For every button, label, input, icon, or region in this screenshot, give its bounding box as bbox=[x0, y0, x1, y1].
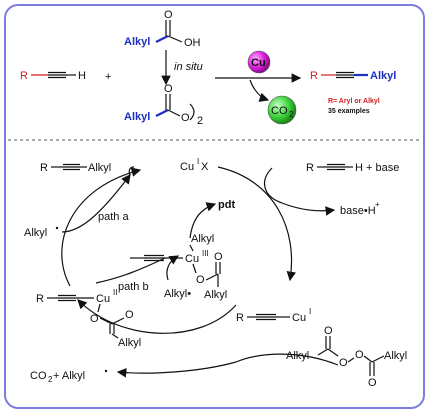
cux-x: X bbox=[201, 161, 209, 173]
cu3-o2: O bbox=[214, 251, 223, 263]
cu3-o1: O bbox=[196, 274, 205, 286]
cu2-cu: Cu bbox=[96, 293, 110, 305]
base-exit-arrow bbox=[281, 202, 336, 216]
acid-oh-label: OH bbox=[184, 37, 201, 49]
radical-dot-byproduct bbox=[104, 369, 108, 373]
cu3-alkyl: Alkyl bbox=[191, 233, 214, 245]
peroxide-alkyl2: Alkyl bbox=[384, 350, 407, 362]
note-r-definition: = Aryl or Alkyl bbox=[333, 98, 380, 105]
product-alkyne: R Alkyl bbox=[310, 70, 396, 82]
anhydride: Alkyl O O 2 bbox=[124, 83, 203, 127]
cu2-alkyl: Alkyl bbox=[118, 337, 141, 349]
peroxide-alkyl1: Alkyl bbox=[286, 350, 309, 362]
reagent-r: R bbox=[306, 162, 314, 174]
cu1-oxidation-state: I bbox=[309, 307, 311, 316]
scheme-frame bbox=[4, 4, 425, 409]
note-r-label: R bbox=[328, 98, 333, 105]
co2-subscript: 2 bbox=[289, 110, 294, 119]
co2-label: CO bbox=[271, 105, 288, 117]
reagent-alkyne: R H + base bbox=[306, 162, 399, 174]
product-alkyl-label: Alkyl bbox=[370, 70, 396, 82]
cycle-arc-bottom bbox=[77, 299, 237, 334]
anhydride-alkyl-label: Alkyl bbox=[124, 111, 150, 123]
cycle-arc-right bbox=[217, 166, 297, 282]
anhydride-o2-label: O bbox=[181, 112, 190, 124]
peroxide-oo2: O bbox=[355, 349, 364, 361]
starting-alkyne: R H bbox=[20, 70, 86, 82]
peroxide-entry-arrow bbox=[235, 353, 339, 366]
peroxide-o1: O bbox=[324, 325, 333, 337]
reagent-h-base: H + base bbox=[355, 162, 399, 174]
cycle-product-r: R bbox=[40, 162, 48, 174]
path-b-label: path b bbox=[118, 281, 149, 293]
anhydride-subscript: 2 bbox=[197, 115, 203, 127]
path-b-arrow bbox=[95, 257, 166, 284]
note-examples: 35 examples bbox=[328, 108, 370, 115]
acid-alkyl-label: Alkyl bbox=[124, 36, 150, 48]
alkyl-radical-path-b-arrow bbox=[166, 255, 180, 281]
alkyl-radical-byproduct: + Alkyl bbox=[53, 370, 85, 382]
cu1-r: R bbox=[236, 312, 244, 324]
in-situ-label: in situ bbox=[174, 61, 203, 73]
co2-byproduct: CO bbox=[30, 370, 47, 382]
co2-byproduct-sub: 2 bbox=[48, 375, 53, 384]
peroxide-o2: O bbox=[368, 377, 377, 389]
co2-exit-arrow bbox=[116, 361, 237, 378]
cu1-acetylide: R Cu I bbox=[236, 307, 311, 324]
cu2-o2: O bbox=[125, 309, 134, 321]
cu1-cu: Cu bbox=[292, 312, 306, 324]
cu2-complex: R Cu II O O Alkyl bbox=[36, 288, 141, 349]
cu3-oxidation-state: III bbox=[202, 249, 209, 258]
alkyl-radical-mid: Alkyl• bbox=[164, 288, 191, 300]
peroxide-oo1: O bbox=[339, 357, 348, 369]
diacyl-peroxide: Alkyl O O O O Alkyl bbox=[286, 325, 407, 389]
acid-o-label: O bbox=[164, 9, 173, 21]
alkyne-r-label: R bbox=[20, 70, 28, 82]
cu2-oxidation-state: II bbox=[113, 288, 117, 297]
alkyne-h-label: H bbox=[78, 70, 86, 82]
cu3-alkyl2: Alkyl bbox=[204, 289, 227, 301]
base-h-label: base•H bbox=[340, 205, 376, 217]
pdt-label: pdt bbox=[218, 199, 235, 211]
co2-release-arrow bbox=[249, 79, 270, 102]
cycle-product-alkyl: Alkyl bbox=[88, 162, 111, 174]
path-a-product-link bbox=[128, 166, 135, 176]
pdt-elimination-arrow bbox=[189, 202, 217, 239]
cu2-o1: O bbox=[90, 313, 99, 325]
cycle-product: R Alkyl bbox=[40, 162, 111, 174]
base-h-charge: + bbox=[375, 200, 380, 209]
carboxylic-acid: Alkyl O OH bbox=[124, 9, 201, 49]
cu3-cu: Cu bbox=[185, 253, 199, 265]
co2-ball bbox=[267, 95, 297, 125]
cu3-complex: Alkyl R Cu III O O Alkyl bbox=[130, 233, 227, 301]
cu-catalyst-label: Cu bbox=[251, 57, 266, 69]
path-a-label: path a bbox=[98, 211, 129, 223]
cu2-r: R bbox=[36, 293, 44, 305]
radical-dot-left bbox=[55, 226, 59, 230]
base-entry-arrow bbox=[264, 167, 283, 204]
product-r-label: R bbox=[310, 70, 318, 82]
cux-oxidation-state: I bbox=[197, 157, 199, 166]
plus-sign: + bbox=[105, 71, 111, 83]
anhydride-o1-label: O bbox=[164, 83, 173, 95]
cux-cu: Cu bbox=[180, 161, 194, 173]
alkyl-radical-left: Alkyl bbox=[24, 227, 47, 239]
cycle-arc-left bbox=[61, 167, 142, 287]
cu-catalyst-ball bbox=[247, 50, 271, 74]
path-a-arrow bbox=[61, 174, 131, 233]
